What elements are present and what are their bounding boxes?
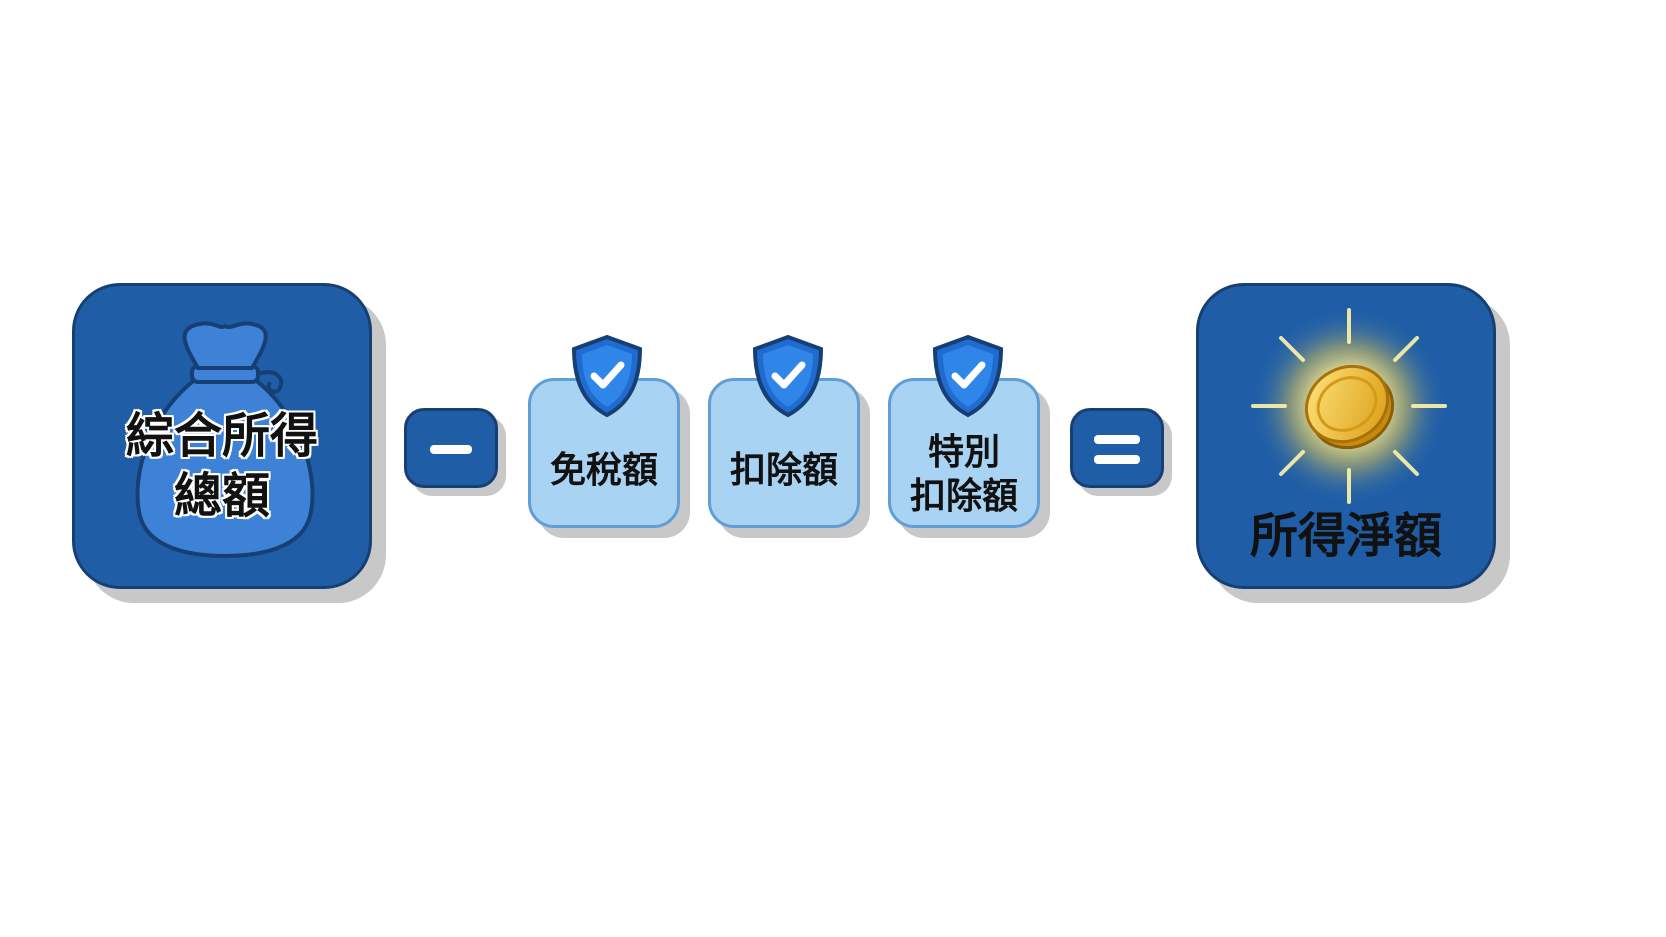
deduction-card-deductions: 扣除額 <box>708 378 860 528</box>
equals-bar-bottom <box>1094 455 1140 464</box>
gross-income-card: 綜合所得 總額 <box>72 283 372 589</box>
shield-check-icon <box>571 334 643 418</box>
net-income-label: 所得淨額 <box>1249 508 1442 564</box>
deduction-label-line2: 扣除額 <box>909 476 1018 517</box>
glowing-coin-icon <box>1251 308 1447 504</box>
deduction-label: 免稅額 <box>549 450 658 491</box>
equals-operator <box>1070 408 1164 488</box>
deduction-label: 扣除額 <box>729 450 838 491</box>
equals-bar-top <box>1094 435 1140 444</box>
gross-income-label-line2: 總額 <box>173 468 270 524</box>
shield-check-icon <box>932 334 1004 418</box>
net-income-card: 所得淨額 <box>1196 283 1496 589</box>
deduction-label-line1: 特別 <box>927 432 1000 473</box>
shield-check-icon <box>752 334 824 418</box>
minus-bar <box>430 445 472 454</box>
minus-operator <box>404 408 498 488</box>
money-bag-icon <box>135 321 315 559</box>
gross-income-label-line1: 綜合所得 <box>125 408 318 464</box>
